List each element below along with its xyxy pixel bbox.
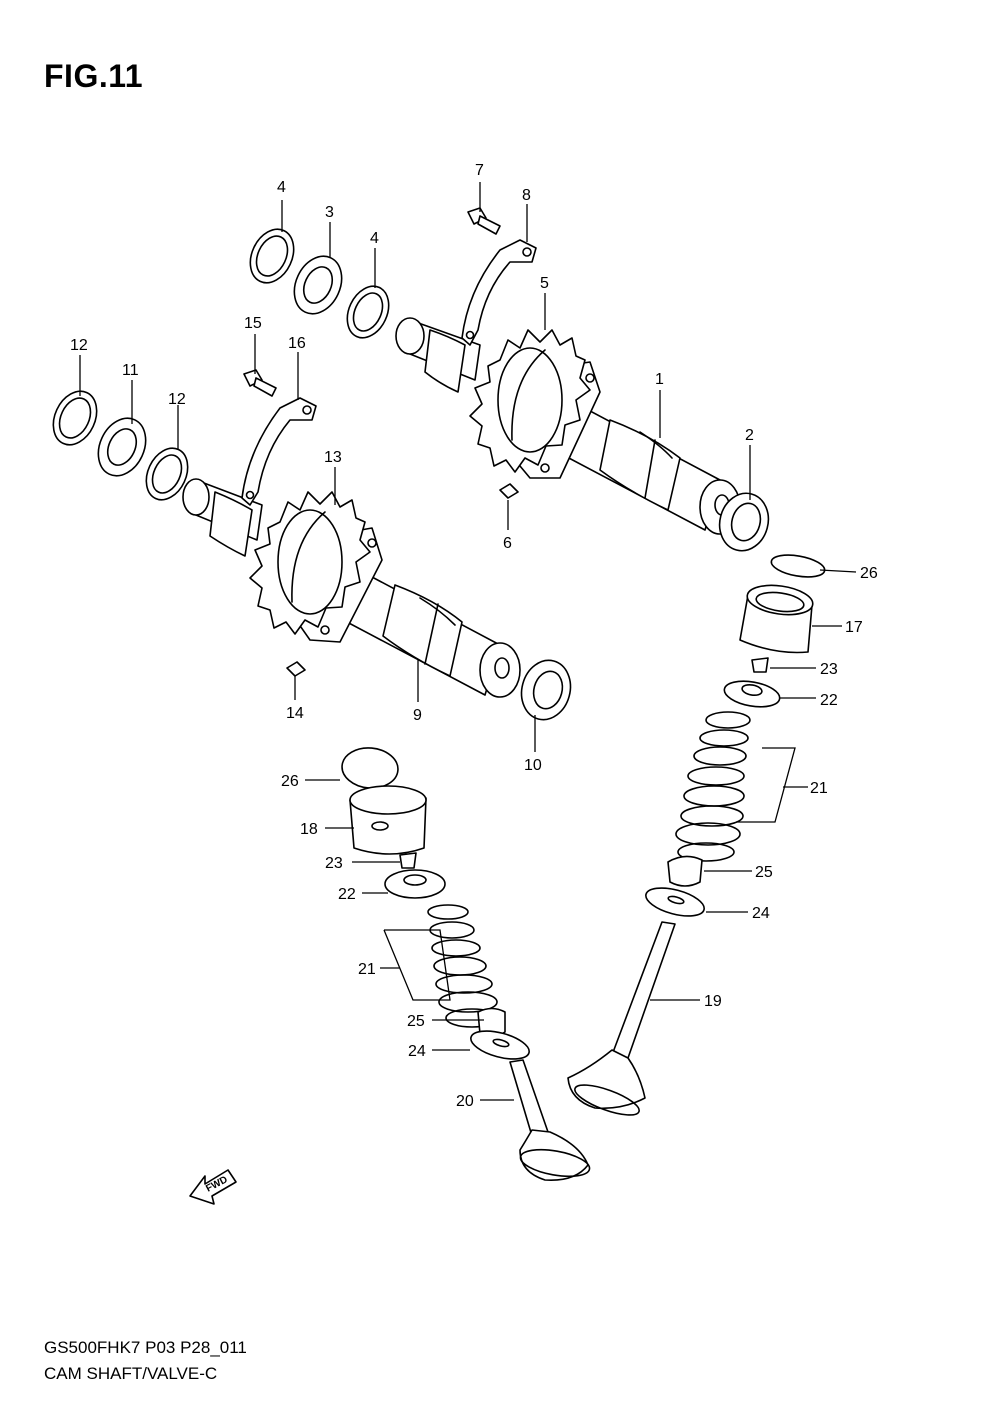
callout-12: 12	[168, 391, 186, 408]
spring-seat-24-right	[645, 887, 705, 917]
leader-lines	[79, 182, 857, 1101]
callout-22: 22	[338, 886, 356, 903]
oil-seal-10	[520, 659, 572, 721]
camshaft-lower	[182, 478, 521, 698]
callout-18: 18	[300, 821, 318, 838]
retainer-22-left	[384, 869, 446, 899]
washer-12a	[52, 390, 98, 446]
callout-7: 7	[475, 162, 484, 179]
callout-14: 14	[286, 705, 304, 722]
callout-24: 24	[752, 905, 770, 922]
tappet-17	[739, 584, 814, 654]
callout-11: 11	[122, 362, 139, 379]
callout-25: 25	[407, 1013, 425, 1030]
callout-8: 8	[522, 187, 531, 204]
cam-chain-guide-lower	[241, 397, 317, 506]
fwd-arrow-icon: FWD	[189, 1169, 237, 1205]
callout-26: 26	[281, 773, 299, 790]
washer-3	[293, 255, 343, 315]
callout-17: 17	[845, 619, 863, 636]
camshaft-upper	[395, 317, 741, 535]
callout-20: 20	[456, 1093, 474, 1110]
callout-26: 26	[860, 565, 878, 582]
pin-14	[286, 661, 306, 677]
callout-21: 21	[810, 780, 828, 797]
valve-20	[509, 1059, 591, 1182]
callout-25: 25	[755, 864, 773, 881]
shim-26-right	[770, 554, 826, 578]
tappet-18	[349, 785, 427, 855]
washer-11	[97, 417, 147, 477]
figure-title: FIG.11	[44, 58, 144, 94]
callout-5: 5	[540, 275, 549, 292]
valve-19	[567, 921, 676, 1116]
stem-seal-25-right	[667, 855, 703, 887]
callout-4: 4	[277, 179, 286, 196]
callout-15: 15	[244, 315, 262, 332]
cam-chain-guide-upper	[461, 239, 537, 346]
callout-21: 21	[358, 961, 376, 978]
callout-24: 24	[408, 1043, 426, 1060]
shim-26-left	[341, 747, 399, 789]
callout-23: 23	[325, 855, 343, 872]
model-code: GS500FHK7 P03 P28_011	[44, 1338, 247, 1357]
footer: GS500FHK7 P03 P28_011 CAM SHAFT/VALVE-C	[44, 1335, 247, 1387]
valve-springs-left	[427, 904, 499, 1028]
callout-13: 13	[324, 449, 342, 466]
callout-3: 3	[325, 204, 334, 221]
spring-seat-24-left	[470, 1030, 530, 1060]
bolt-upper	[467, 207, 501, 235]
callout-6: 6	[503, 535, 512, 552]
callout-2: 2	[745, 427, 754, 444]
callout-12: 12	[70, 337, 88, 354]
callout-19: 19	[704, 993, 722, 1010]
washer-4b	[346, 285, 390, 339]
retainer-22-right	[723, 680, 781, 708]
cotter-23-right	[751, 657, 769, 673]
diagram-description: CAM SHAFT/VALVE-C	[44, 1364, 218, 1383]
bolt-lower	[243, 369, 277, 397]
callout-23: 23	[820, 661, 838, 678]
callout-4: 4	[370, 230, 379, 247]
pin-6	[499, 483, 519, 499]
washer-4a	[249, 228, 295, 284]
cotter-23-left	[399, 852, 417, 869]
valve-springs-right	[675, 711, 751, 862]
callout-16: 16	[288, 335, 306, 352]
callout-1: 1	[655, 371, 664, 388]
callout-labels: 4 3 4 7 8 5 1 2 6 15 16 12 11 12 13 14 9…	[70, 162, 878, 1110]
callout-22: 22	[820, 692, 838, 709]
callout-9: 9	[413, 707, 422, 724]
callout-10: 10	[524, 757, 542, 774]
